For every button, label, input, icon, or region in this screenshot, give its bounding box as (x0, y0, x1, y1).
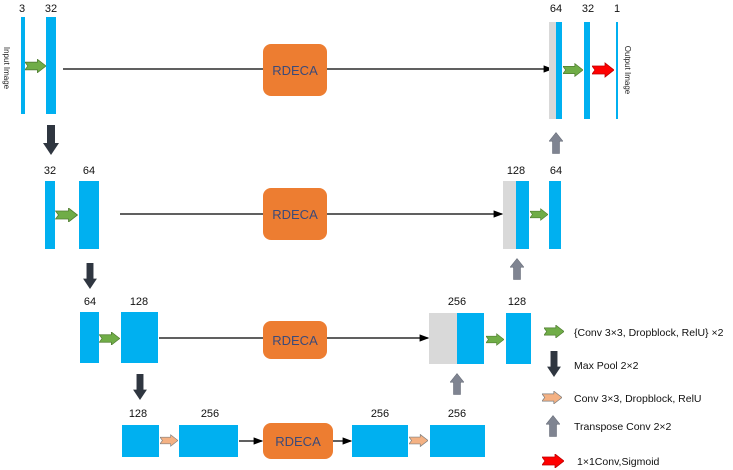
concat-map-dec2 (503, 181, 516, 249)
channel-label-32: 32 (44, 165, 56, 177)
conv-block-arrow-icon (486, 333, 504, 346)
transpose-conv-arrow-icon (510, 258, 524, 280)
legend-label-conv-block: {Conv 3×3, Dropblock, RelU} ×2 (574, 327, 724, 339)
feature-map-dec3a (457, 313, 484, 364)
channel-label-128: 128 (129, 408, 147, 420)
feature-map-enc3a (80, 312, 99, 363)
conv-block-arrow-icon (99, 332, 120, 345)
legend-label-conv: Conv 3×3, Dropblock, RelU (574, 393, 702, 405)
feature-map-bottom-c (352, 425, 408, 457)
maxpool-arrow-icon (133, 374, 147, 400)
feature-map-enc1 (46, 17, 56, 114)
feature-map-output (616, 22, 618, 119)
channel-label-64: 64 (84, 296, 96, 308)
channel-label-64: 64 (550, 165, 562, 177)
feature-map-input (21, 17, 25, 114)
legend-label-transpose: Transpose Conv 2×2 (574, 421, 672, 433)
rdeca-label-3: RDECA (272, 333, 318, 348)
conv-block-arrow-icon (25, 59, 46, 73)
channel-label-1: 1 (614, 3, 620, 15)
conv-block-arrow-icon (530, 208, 548, 221)
green-right-arrow-icon (544, 325, 564, 338)
output-image-label: Output Image (623, 46, 632, 95)
final-conv-arrow-icon (592, 62, 614, 78)
feature-map-dec2a (516, 181, 529, 249)
feature-map-bottom-a (122, 425, 159, 457)
conv-arrow-icon (160, 434, 178, 447)
conv-block-arrow-icon (55, 208, 78, 222)
concat-map-dec1 (549, 22, 556, 119)
channel-label-64: 64 (83, 165, 95, 177)
channel-label-256: 256 (371, 408, 389, 420)
feature-map-dec3b (506, 313, 531, 364)
rdeca-block-1 (263, 44, 327, 96)
concat-map-dec3 (429, 313, 457, 364)
channel-label-128: 128 (130, 296, 148, 308)
transpose-conv-arrow-icon (549, 132, 563, 154)
channel-label-256: 256 (448, 296, 466, 308)
feature-map-dec2b (549, 181, 561, 249)
feature-map-enc2b (79, 181, 99, 249)
feature-map-dec1a (556, 22, 562, 119)
maxpool-arrow-icon (43, 125, 59, 155)
feature-map-enc2a (45, 181, 55, 249)
conv-arrow-icon (409, 434, 428, 447)
legend-label-maxpool: Max Pool 2×2 (574, 360, 639, 372)
feature-map-bottom-b (179, 425, 238, 457)
rdeca-label-1: RDECA (272, 63, 318, 78)
channel-label-32: 32 (45, 3, 57, 15)
feature-map-enc3b (121, 312, 158, 363)
channel-label-64: 64 (550, 3, 562, 15)
maxpool-arrow-icon (83, 263, 97, 289)
channel-label-32: 32 (582, 3, 594, 15)
channel-label-128: 128 (507, 165, 525, 177)
transpose-conv-arrow-icon (450, 373, 464, 395)
legend-label-final-conv: 1×1Conv,Sigmoid (577, 456, 660, 468)
feature-map-dec1b (584, 22, 590, 119)
channel-label-256: 256 (201, 408, 219, 420)
legend: {Conv 3×3, Dropblock, RelU} ×2 Max Pool … (542, 325, 724, 468)
input-image-label: Input Image (2, 47, 11, 90)
rdeca-block-2 (263, 188, 327, 240)
rdeca-label-4: RDECA (275, 434, 321, 449)
rdeca-block-4 (263, 423, 333, 459)
channel-label-256: 256 (448, 408, 466, 420)
feature-map-bottom-d (430, 425, 485, 457)
dark-down-arrow-icon (547, 351, 561, 377)
gray-up-arrow-icon (546, 415, 560, 437)
channel-label-3: 3 (19, 3, 25, 15)
red-right-arrow-icon (542, 454, 564, 468)
peach-right-arrow-icon (542, 391, 562, 404)
rdeca-block-3 (263, 321, 327, 359)
channel-label-128: 128 (508, 296, 526, 308)
conv-block-arrow-icon (563, 63, 583, 77)
rdeca-label-2: RDECA (272, 207, 318, 222)
